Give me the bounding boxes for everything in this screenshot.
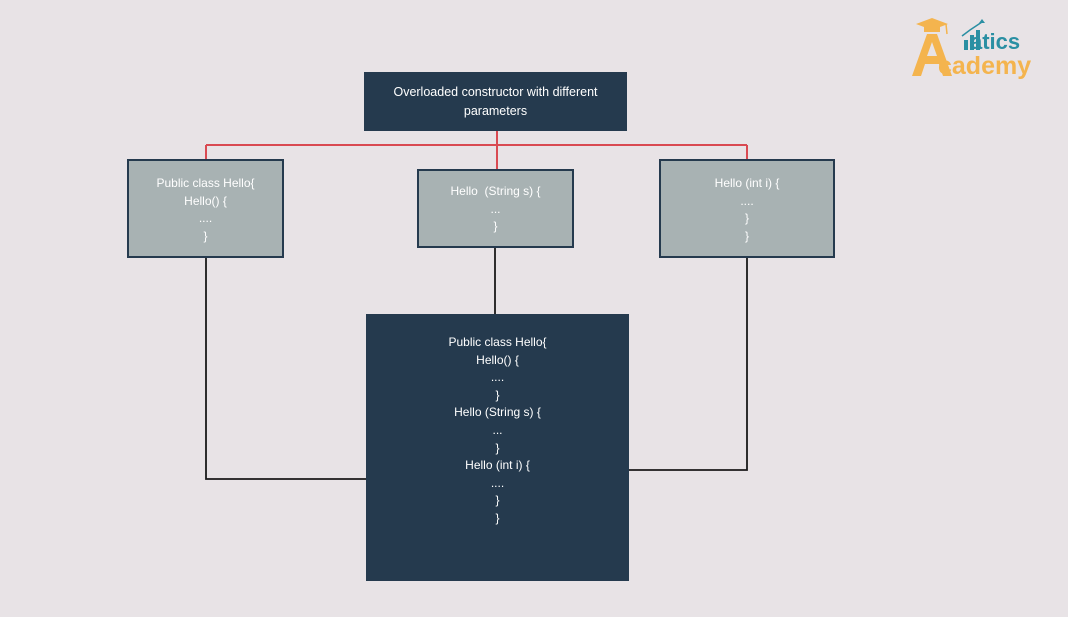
black-connector-right — [629, 258, 748, 471]
code-line: Hello (int i) { — [465, 458, 530, 473]
box-line: } — [203, 228, 208, 243]
black-connectors — [205, 248, 748, 480]
code-line: .... — [490, 370, 505, 385]
constructor-box-string: Hello (String s) { ... } — [417, 169, 574, 248]
code-line: } — [495, 387, 500, 402]
title-text: Overloaded constructor with different pa… — [393, 84, 598, 118]
code-line: Hello (String s) { — [454, 405, 541, 420]
box-line: } — [744, 228, 749, 243]
constructor-box-no-args: Public class Hello{ Hello() { .... } — [127, 159, 284, 258]
code-line: } — [495, 493, 500, 508]
box-line: ... — [490, 201, 501, 216]
graduation-cap-a-icon — [912, 18, 985, 76]
logo-word-cademy: cademy — [938, 52, 1032, 80]
box-line: Hello (int i) { — [714, 176, 780, 190]
box-line: } — [744, 211, 749, 225]
box-line: } — [493, 219, 498, 233]
black-connector-left — [205, 258, 366, 480]
logo-word-atics: atics — [970, 29, 1021, 54]
box-line: .... — [740, 193, 754, 208]
code-line: ... — [492, 422, 503, 437]
box-line: Hello (String s) { — [450, 184, 541, 198]
red-connectors — [205, 131, 748, 169]
code-line: Public class Hello{ — [448, 335, 547, 349]
box-line: Public class Hello{ — [156, 176, 255, 190]
brand-logo: atics cademy — [910, 16, 1056, 86]
code-line: } — [495, 440, 500, 455]
constructor-box-int: Hello (int i) { .... } } — [659, 159, 835, 258]
code-line: } — [495, 510, 500, 525]
box-line: .... — [198, 211, 213, 225]
code-line: .... — [490, 475, 505, 490]
title-box: Overloaded constructor with different pa… — [364, 72, 627, 131]
box-line: Hello() { — [184, 193, 227, 208]
combined-class-box: Public class Hello{ Hello() { .... } Hel… — [366, 314, 629, 581]
code-line: Hello() { — [476, 352, 519, 367]
